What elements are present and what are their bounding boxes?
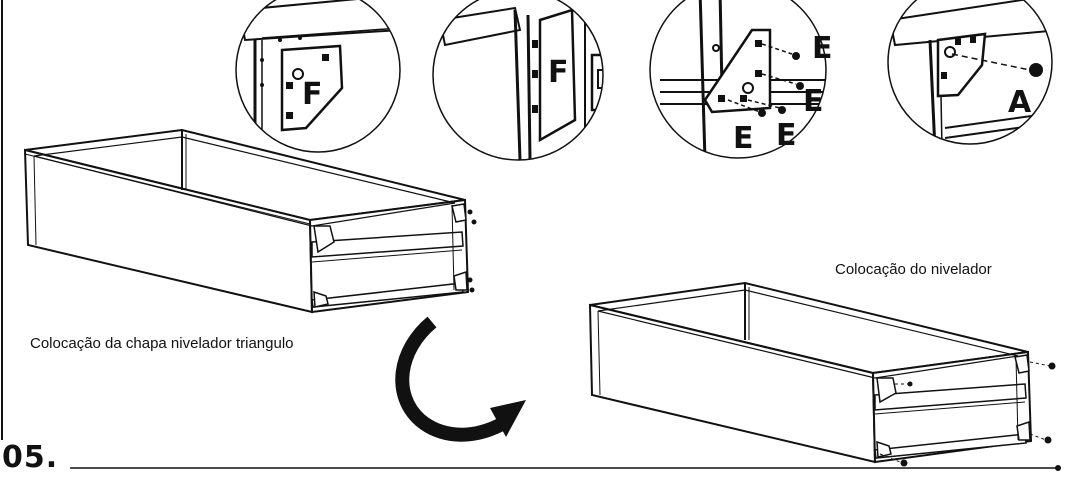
detail-circle-1: F	[235, 0, 401, 153]
triangle-plate-e	[703, 28, 772, 114]
detail-circle-3: E E E E	[649, 0, 833, 159]
label-f-detail-1: F	[302, 77, 323, 112]
label-e-3: E	[733, 121, 754, 156]
drawer-box-left	[23, 128, 477, 314]
triangle-plate-f	[280, 44, 344, 132]
label-e-4: E	[776, 118, 797, 153]
caption-leveler: Colocação do nivelador	[835, 261, 992, 278]
triangle-plate-a	[936, 32, 987, 98]
transition-arrow	[395, 316, 526, 442]
step-underline-dot	[1055, 465, 1061, 471]
caption-triangle-plate: Colocação da chapa nivelador triangulo	[30, 335, 294, 352]
drawer-box-right	[588, 281, 1056, 467]
label-f-detail-2: F	[548, 55, 569, 90]
step-number: 05.	[2, 440, 59, 475]
leveler-foot-a	[1029, 63, 1043, 77]
label-a: A	[1008, 85, 1032, 120]
label-e-1: E	[812, 31, 833, 66]
detail-circle-4: A	[887, 0, 1053, 145]
detail-circle-2: F	[432, 0, 604, 161]
triangle-plate-f-side	[538, 8, 577, 143]
label-e-2: E	[803, 84, 824, 119]
